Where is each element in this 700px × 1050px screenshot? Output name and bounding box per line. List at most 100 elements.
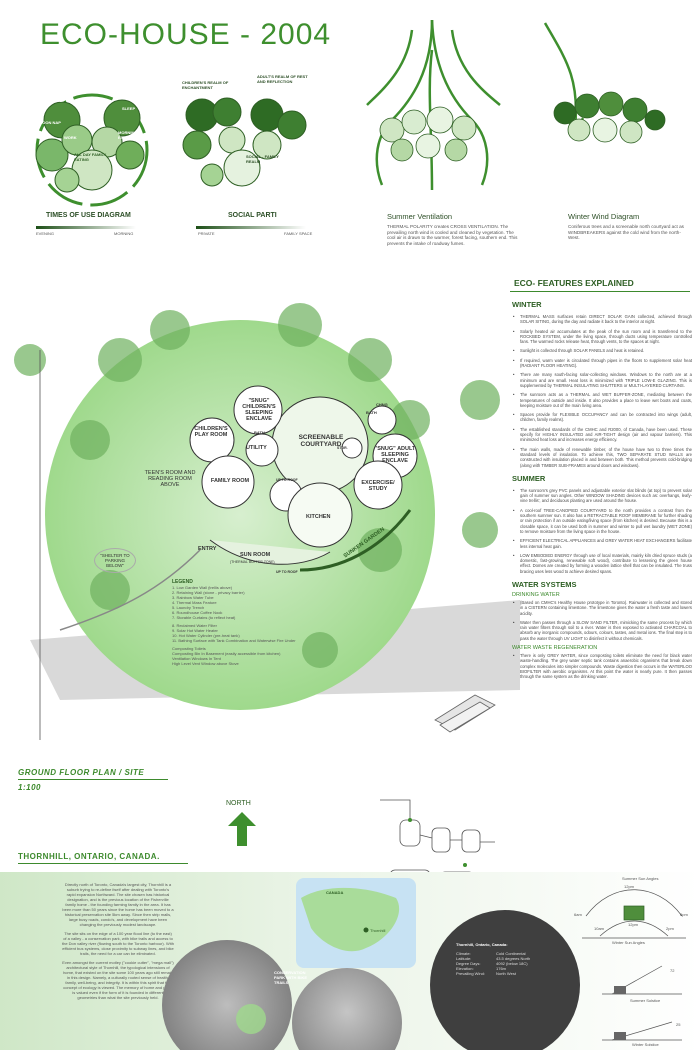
legend-item: 10. Hot Water Cylinder (pre-heat tank) [172,633,240,638]
drinking-item: Water then passes through a SLOW SAND FI… [512,620,692,641]
tou-legend-left: EVENING [36,231,55,236]
times-of-use-graphic [35,93,149,207]
tou-label-work: WORK [64,135,77,140]
plan-scale: 1:100 [18,783,41,792]
site-text: The site sits on the edge of a 100 year … [62,931,174,956]
summer-ventilation-diagram [352,10,512,210]
summer-item: LOW EMBODIED ENERGY through use of local… [512,553,692,574]
legend-item: 3. Rainbow Water Tube [172,595,214,600]
room-entry: ENTRY [198,546,217,552]
winter-item: There are many south-facing solar-collec… [512,372,692,388]
tou-label-eating: ALL DAY FAMILY EATING [74,152,107,162]
sv-caption: Summer Ventilation [387,212,453,221]
room-chng: CHNG [376,402,388,407]
location-label: THORNHILL, ONTARIO, CANADA. [18,852,160,861]
sp-label-adult: ADULT'S REALM OF REST AND REFLECTION [257,74,308,84]
sun-tick: 72 [670,968,675,973]
times-of-use-diagram: SLEEP AFTERNOON NAP SLEEP MORNING EXERCI… [22,80,162,220]
sun-tick: 25 [676,1022,681,1027]
sun-angles: Summer Sun Angles Winter Sun Angles Summ… [572,876,696,1050]
sun-angles-graphic [582,889,686,1041]
summer-item: A cool-roof TREE-CANOPIED COURTYARD to t… [512,508,692,534]
plan-legend: LEGEND 1. Low Garden Wall (trellis above… [172,579,322,667]
sun-tick: 6am [574,912,582,917]
regen-heading: WATER WASTE REGENERATION [512,645,598,652]
summer-ventilation-graphic [366,19,501,191]
tou-label-sleep2: SLEEP [122,106,136,111]
legend-item: High Level Vent Window above Stove [172,661,239,666]
room-family: FAMILY ROOM [210,478,250,484]
room-teens: TEEN'S ROOM AND READING ROOM ABOVE [144,470,196,488]
climate-row: Latitude: 43.5 degrees North [456,956,566,961]
tou-label-nap: AFTERNOON NAP [26,120,61,125]
site-photo [292,968,402,1050]
climate-title: Thornhill, Ontario, Canada: [456,942,508,947]
sp-label-children: CHILDREN'S REALM OF ENCHANTMENT [182,80,229,90]
sun-winter-label: Winter Sun Angles [612,940,645,945]
climate-key: Latitude: [456,956,472,961]
features-column: WINTER THERMAL MASS surfaces retain DIRE… [512,300,692,684]
legend-item: 8. Reclaimed Water Filter [172,623,217,628]
climate-row: Degree Days:4092 (below 18C) [456,961,566,966]
sun-tick: 10am [594,926,605,931]
climate-row: Elevation:176m [456,966,566,971]
north-label: NORTH [226,800,251,807]
legend-item: 7. Storable Curtains (to reflect heat) [172,615,236,620]
tou-label-exercise: MORNING EXERCISE [118,130,139,140]
summer-heading: SUMMER [512,473,546,483]
room-shelter: "SHELTER TO PARKING BELOW" [94,548,136,573]
location-line [18,863,188,864]
sp-caption: SOCIAL PARTI [228,212,277,219]
winter-wind-graphic [543,22,666,144]
room-adult-sleeping: "SNUG" ADULT SLEEPING ENCLAVE [374,446,416,464]
climate-key: Degree Days: [456,961,481,966]
climate-block: Thornhill, Ontario, Canada: Climate: Cold… [456,942,566,976]
map: CANADA Thornhill [296,878,416,968]
legend-item: Composting Toilets [172,646,206,651]
legend-item: 1. Low Garden Wall (trellis above) [172,585,233,590]
map-label-thornhill: Thornhill [370,928,386,933]
north-arrow-icon [228,812,256,846]
plan-caption-line [18,779,168,780]
sp-legend-left: PRIVATE [198,231,215,236]
tou-label-sleep: SLEEP [52,98,66,103]
aerial-photo [162,940,292,1050]
room-stor: STOR. [337,446,348,450]
north-arrow: NORTH [222,800,262,846]
closing-text: Even amongst the current motley ("cookie… [62,960,174,1000]
winter-heading: WINTER [512,300,542,309]
solar-panel-sketch [430,690,500,740]
climate-key: Elevation: [456,966,474,971]
features-title-line [510,291,690,292]
climate-value: 43.5 degrees North [496,956,531,961]
sun-tick: 6pm [680,912,688,917]
tou-caption: TIMES OF USE DIAGRAM [46,212,131,219]
sun-summer-label: Summer Sun Angles [622,876,659,881]
climate-value: Cold Continental [496,951,526,956]
legend-item: 2. Retaining Wall (stone - privacy barri… [172,590,245,595]
site-plan: "SNUG" CHILDREN'S SLEEPING ENCLAVE BATH … [0,270,520,750]
room-utility: UTILITY [246,445,267,451]
room-kitchen: KITCHEN [306,514,331,520]
ww-text: Coniferous trees and a screenable north … [568,224,684,241]
climate-key: Climate: [456,951,471,956]
sun-summer-solstice: Summer Solstice [630,998,661,1003]
winter-item: Sunlight is collected through SOLAR PANE… [512,348,692,354]
room-sunroom: SUN ROOM [240,552,271,558]
intro-text: Directly north of Toronto, Canada's larg… [62,882,174,927]
room-childrens-play: CHILDREN'S PLAY ROOM [194,426,228,438]
legend-item: 5. Laundry Trench [172,605,205,610]
sp-label-social: SOCIAL - FAMILY REALM [246,154,279,164]
room-bath-2: BATH [366,410,377,415]
winter-wind-diagram [525,18,690,178]
winter-item: The established standards of the CMHC an… [512,427,692,443]
ww-caption: Winter Wind Diagram [568,212,640,221]
map-graphic [301,887,400,952]
climate-row: Climate: Cold Continental [456,951,566,956]
climate-value: North West [496,971,516,976]
tou-legend-bar [36,226,136,229]
legend-title: LEGEND [172,579,193,585]
page-title: ECO-HOUSE - 2004 [40,18,332,51]
room-exercise-study: EXCERCISE/ STUDY [361,480,395,492]
park-label: CONSERVATION PARK WITH BIKE TRAILS [274,970,308,985]
